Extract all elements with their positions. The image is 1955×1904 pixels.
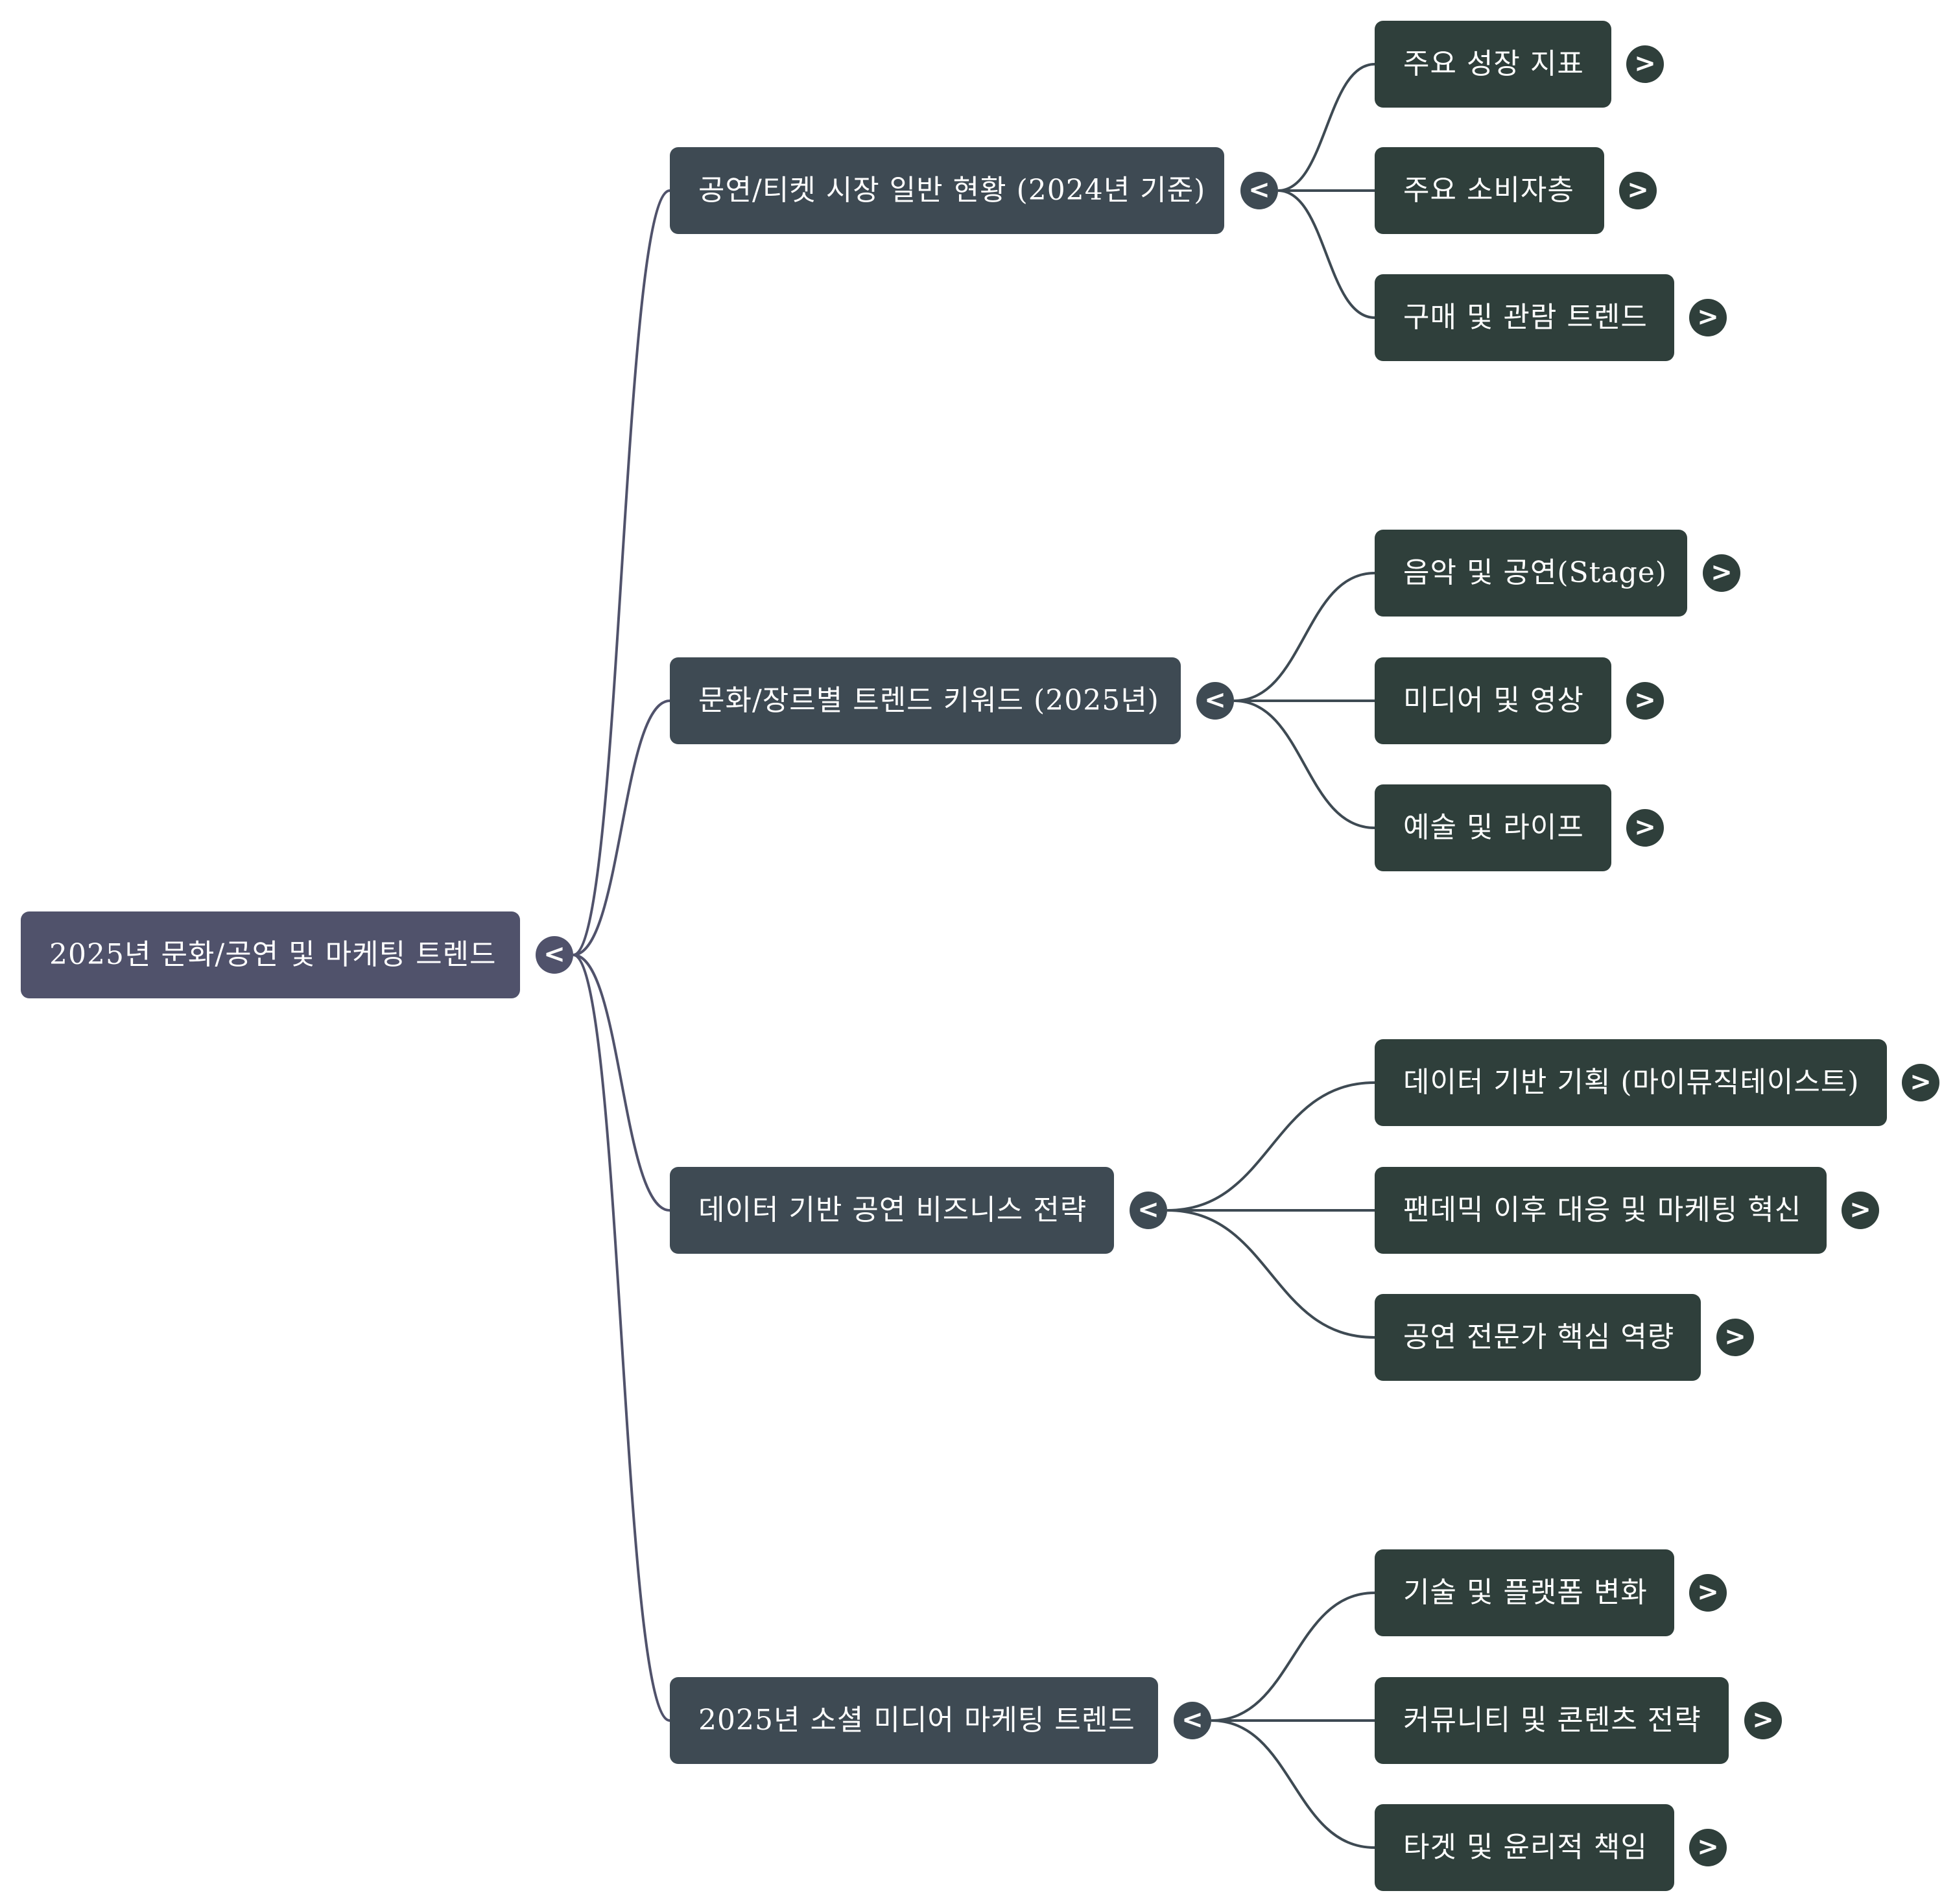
leaf-node-label: 기술 및 플랫폼 변화 [1403, 1576, 1648, 1609]
leaf-node-label: 예술 및 라이프 [1403, 811, 1584, 844]
leaf-node-label: 미디어 및 영상 [1403, 684, 1584, 717]
leaf-node[interactable]: 타겟 및 윤리적 책임 [1375, 1804, 1674, 1891]
root-branch-link [573, 954, 670, 1722]
leaf-expand-toggle[interactable]: > [1703, 554, 1740, 592]
chevron-right-icon: > [1752, 1705, 1774, 1735]
leaf-node-label: 주요 성장 지표 [1403, 47, 1584, 80]
root-node[interactable]: 2025년 문화/공연 및 마케팅 트렌드 [21, 911, 520, 998]
leaf-expand-toggle[interactable]: > [1689, 1829, 1727, 1866]
branch-collapse-toggle[interactable]: < [1240, 172, 1278, 209]
leaf-node-label: 타겟 및 윤리적 책임 [1403, 1831, 1648, 1864]
chevron-left-icon: < [543, 939, 565, 969]
branch-leaf-link [1277, 189, 1375, 319]
chevron-right-icon: > [1724, 1322, 1746, 1352]
chevron-left-icon: < [1137, 1195, 1159, 1225]
leaf-node-label: 음악 및 공연(Stage) [1403, 556, 1667, 589]
leaf-expand-toggle[interactable]: > [1619, 172, 1657, 209]
root-branch-link [573, 189, 670, 956]
branch-node-label: 데이터 기반 공연 비즈니스 전략 [698, 1193, 1087, 1227]
leaf-node-label: 데이터 기반 기획 (마이뮤직테이스트) [1403, 1066, 1860, 1099]
chevron-left-icon: < [1248, 175, 1270, 205]
branch-leaf-link [1167, 1081, 1375, 1212]
branch-leaf-link [1211, 1719, 1375, 1849]
leaf-node[interactable]: 구매 및 관람 트렌드 [1375, 274, 1674, 361]
leaf-node[interactable]: 미디어 및 영상 [1375, 657, 1611, 744]
branch-collapse-toggle[interactable]: < [1196, 682, 1234, 720]
leaf-node[interactable]: 커뮤니티 및 콘텐츠 전략 [1375, 1677, 1729, 1764]
leaf-expand-toggle[interactable]: > [1689, 1574, 1727, 1612]
chevron-right-icon: > [1634, 812, 1656, 842]
chevron-right-icon: > [1711, 558, 1733, 587]
leaf-expand-toggle[interactable]: > [1716, 1319, 1754, 1356]
chevron-left-icon: < [1181, 1705, 1203, 1735]
branch-node-genre-keywords[interactable]: 문화/장르별 트렌드 키워드 (2025년) [670, 657, 1181, 744]
leaf-expand-toggle[interactable]: > [1689, 299, 1727, 336]
branch-leaf-link [1233, 699, 1375, 829]
leaf-node[interactable]: 음악 및 공연(Stage) [1375, 530, 1687, 617]
branch-node-label: 문화/장르별 트렌드 키워드 (2025년) [698, 684, 1159, 717]
leaf-expand-toggle[interactable]: > [1902, 1064, 1939, 1101]
root-collapse-toggle[interactable]: < [536, 936, 573, 974]
leaf-node[interactable]: 팬데믹 이후 대응 및 마케팅 혁신 [1375, 1167, 1827, 1254]
branch-node-market-status[interactable]: 공연/티켓 시장 일반 현황 (2024년 기준) [670, 147, 1224, 234]
chevron-right-icon: > [1634, 685, 1656, 715]
chevron-right-icon: > [1627, 175, 1649, 205]
branch-node-social-media[interactable]: 2025년 소셜 미디어 마케팅 트렌드 [670, 1677, 1158, 1764]
branch-collapse-toggle[interactable]: < [1174, 1702, 1211, 1739]
root-branch-link [573, 954, 670, 1212]
root-node-label: 2025년 문화/공연 및 마케팅 트렌드 [49, 938, 497, 971]
branch-node-data-strategy[interactable]: 데이터 기반 공연 비즈니스 전략 [670, 1167, 1114, 1254]
leaf-node-label: 팬데믹 이후 대응 및 마케팅 혁신 [1403, 1193, 1802, 1227]
leaf-expand-toggle[interactable]: > [1744, 1702, 1782, 1739]
leaf-node-label: 커뮤니티 및 콘텐츠 전략 [1403, 1704, 1701, 1737]
branch-leaf-link [1211, 1592, 1375, 1722]
chevron-right-icon: > [1910, 1067, 1932, 1097]
branch-node-label: 공연/티켓 시장 일반 현황 (2024년 기준) [698, 174, 1206, 207]
chevron-right-icon: > [1849, 1195, 1871, 1225]
leaf-node[interactable]: 데이터 기반 기획 (마이뮤직테이스트) [1375, 1039, 1887, 1126]
leaf-node-label: 공연 전문가 핵심 역량 [1403, 1321, 1675, 1354]
chevron-right-icon: > [1697, 1577, 1719, 1607]
leaf-expand-toggle[interactable]: > [1626, 45, 1664, 83]
leaf-node[interactable]: 주요 성장 지표 [1375, 21, 1611, 108]
leaf-expand-toggle[interactable]: > [1626, 682, 1664, 720]
leaf-expand-toggle[interactable]: > [1626, 809, 1664, 847]
chevron-right-icon: > [1634, 49, 1656, 78]
chevron-left-icon: < [1204, 685, 1226, 715]
leaf-node[interactable]: 기술 및 플랫폼 변화 [1375, 1549, 1674, 1636]
leaf-node[interactable]: 주요 소비자층 [1375, 147, 1604, 234]
branch-collapse-toggle[interactable]: < [1130, 1192, 1167, 1229]
chevron-right-icon: > [1697, 1832, 1719, 1862]
leaf-node-label: 주요 소비자층 [1403, 174, 1574, 207]
leaf-node[interactable]: 공연 전문가 핵심 역량 [1375, 1294, 1701, 1381]
branch-leaf-link [1167, 1209, 1375, 1339]
leaf-expand-toggle[interactable]: > [1842, 1192, 1879, 1229]
branch-node-label: 2025년 소셜 미디어 마케팅 트렌드 [698, 1704, 1135, 1737]
leaf-node-label: 구매 및 관람 트렌드 [1403, 301, 1648, 334]
root-branch-link [573, 699, 670, 956]
branch-leaf-link [1277, 63, 1375, 192]
chevron-right-icon: > [1697, 302, 1719, 332]
leaf-node[interactable]: 예술 및 라이프 [1375, 784, 1611, 871]
branch-leaf-link [1233, 572, 1375, 702]
